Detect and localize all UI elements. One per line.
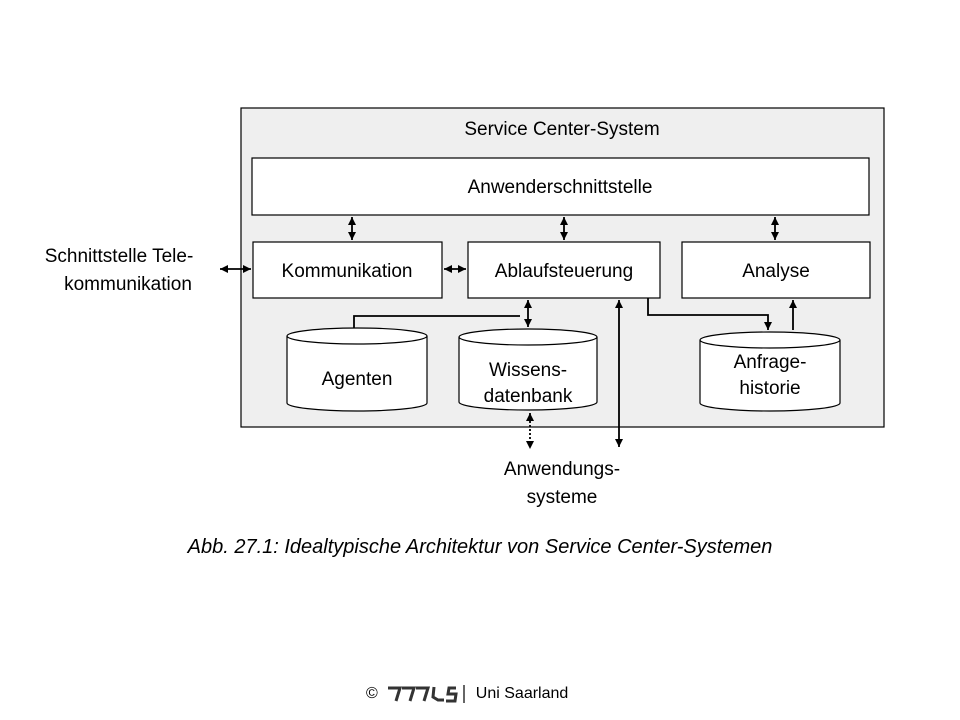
applications-label-line1: Anwendungs- [504,459,620,480]
communication-label: Kommunikation [282,261,413,282]
workflow-label: Ablaufsteuerung [495,261,633,282]
footer: © Uni Saarland [366,683,568,705]
history-label-line1: Anfrage- [734,352,807,373]
analysis-label: Analyse [742,261,810,282]
agents-database [286,327,428,412]
history-label-line2: historie [739,378,800,399]
organization-name: Uni Saarland [475,685,569,702]
history-database [699,331,841,412]
knowledge-database [458,328,598,411]
analysis-box [681,241,871,299]
figure-caption: Abb. 27.1: Idealtypische Architektur von… [187,536,773,558]
communication-box [252,241,443,299]
telecom-label-line2: kommunikation [64,274,192,295]
system-title: Service Center-System [464,119,659,140]
telecom-label-line1: Schnittstelle Tele- [45,246,194,267]
agents-label: Agenten [322,369,393,390]
arrow-workflow-history [647,298,772,330]
user-interface-box [251,157,870,216]
knowledge-label-line2: datenbank [484,386,573,407]
applications-label-line2: systeme [527,487,598,508]
user-interface-label: Anwenderschnittstelle [468,177,653,198]
miss-logo-icon [387,685,465,703]
knowledge-label-line1: Wissens- [489,360,567,381]
copyright-symbol: © [366,685,378,702]
workflow-box [467,241,661,299]
connector-agents [353,315,520,328]
